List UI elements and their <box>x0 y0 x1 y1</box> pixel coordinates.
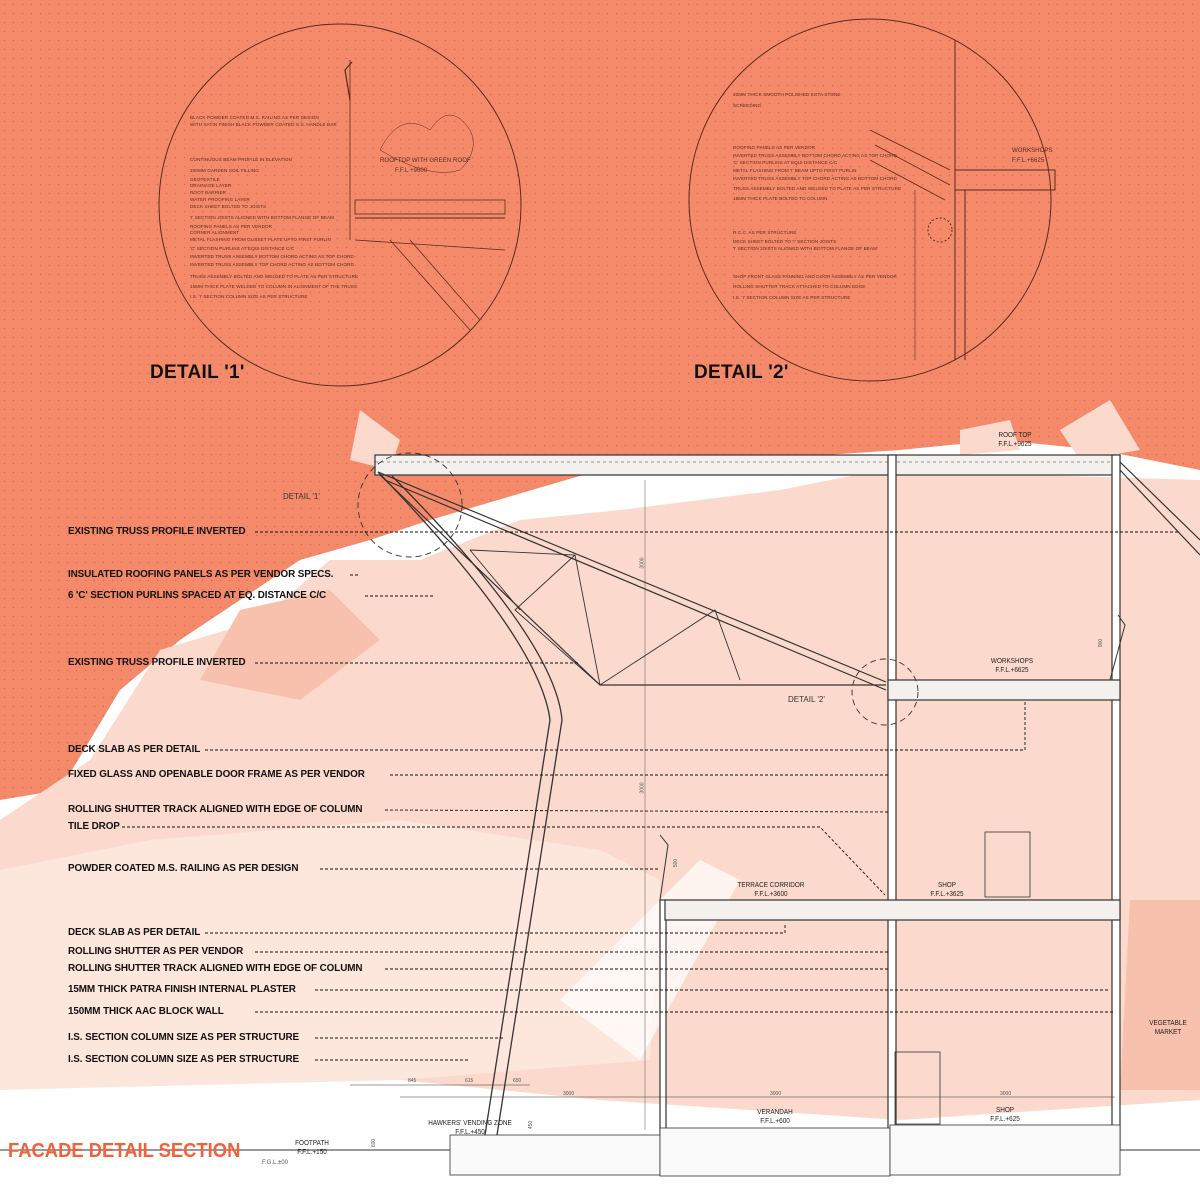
dimension: 3000 <box>639 782 646 794</box>
annotation-label: DECK SLAB AS PER DETAIL <box>68 744 201 755</box>
detail-2-note: METAL FLASHING FROM 'I' BEAM UPTO FIRST … <box>733 168 857 173</box>
detail-1-note: WATER PROOFING LAYER <box>190 197 250 202</box>
dimension: 500 <box>673 858 680 868</box>
detail-1-note: TRUSS ASSEMBLY BOLTED AND WELDED TO PLAT… <box>190 274 359 279</box>
detail-2-note: ROLLING SHUTTER TRACK ATTACHED TO COLUMN… <box>733 284 866 289</box>
dimension: 600 <box>371 1138 378 1148</box>
dimension: 3000 <box>563 1091 575 1097</box>
annotation-label: INSULATED ROOFING PANELS AS PER VENDOR S… <box>68 569 334 580</box>
detail-2-note: DECK SHEET BOLTED TO 'I' SECTION JOISTS <box>733 239 837 244</box>
annotation-label: 15MM THICK PATRA FINISH INTERNAL PLASTER <box>68 984 296 995</box>
detail-1-note: ROOT BARRIER <box>190 190 227 195</box>
detail-2-room: WORKSHOPS <box>1012 148 1053 154</box>
detail-2-note: TRUSS ASSEMBLY BOLTED AND WELDED TO PLAT… <box>733 186 902 191</box>
detail-1-tag: DETAIL '1' <box>283 492 320 501</box>
detail-2-note: INVERTED TRUSS ASSEMBLY BOTTOM CHORD ACT… <box>733 153 897 158</box>
detail-1-note: ROOFING PANELS AS PER VENDOR <box>190 224 273 229</box>
detail-1-note: DECK SHEET BOLTED TO JOISTS <box>190 204 267 209</box>
dimension: 845 <box>408 1078 417 1084</box>
detail-2-note: 20MM THICK SMOOTH POLISHED KOTA STONE <box>733 92 841 97</box>
annotation-label: I.S. SECTION COLUMN SIZE AS PER STRUCTUR… <box>68 1032 300 1043</box>
detail-1-note: BLACK POWDER COATED M.S. RAILING AS PER … <box>190 115 319 120</box>
dimension: 650 <box>513 1078 522 1084</box>
dimension: 900 <box>1098 638 1105 648</box>
detail-1-note: DRAINAGE LAYER <box>190 183 232 188</box>
detail-1-note: I.S. 'I' SECTION COLUMN SIZE AS PER STRU… <box>190 294 308 299</box>
detail-1-note: CONTINUOUS BEAM PROFILE IN ELEVATION <box>190 157 292 162</box>
detail-1-note: 200MM GARDEN SOIL FILLING <box>190 168 259 173</box>
annotation-leaders <box>122 531 1180 1061</box>
detail-1-note: WITH SATIN FINISH BLACK POWDER COATED S.… <box>190 122 337 127</box>
detail-2-note: I.S. 'I' SECTION COLUMN SIZE AS PER STRU… <box>733 295 851 300</box>
detail-1-title: DETAIL '1' <box>150 362 245 383</box>
annotation-label: POWDER COATED M.S. RAILING AS PER DESIGN <box>68 863 299 874</box>
annotation-label: I.S. SECTION COLUMN SIZE AS PER STRUCTUR… <box>68 1054 300 1065</box>
annotation-label: EXISTING TRUSS PROFILE INVERTED <box>68 657 246 668</box>
detail-1-note: 15MM THICK PLATE WELDED TO COLUMN IN ALI… <box>190 284 358 289</box>
drawing-title: FACADE DETAIL SECTION <box>8 1140 241 1162</box>
annotation-label: DECK SLAB AS PER DETAIL <box>68 927 201 938</box>
detail-2-title: DETAIL '2' <box>694 362 789 383</box>
dimension: 3000 <box>770 1091 782 1097</box>
annotation-label: ROLLING SHUTTER TRACK ALIGNED WITH EDGE … <box>68 963 363 974</box>
detail-2-note: 'I' SECTION JOISTS ALIGNED WITH BOTTOM F… <box>733 246 878 251</box>
detail-2-note: INVERTED TRUSS ASSEMBLY TOP CHORD ACTING… <box>733 176 897 181</box>
detail-1-note: CORNER ALIGNMENT <box>190 230 240 235</box>
annotation-label: FIXED GLASS AND OPENABLE DOOR FRAME AS P… <box>68 769 365 780</box>
detail-2-tag: DETAIL '2' <box>788 695 825 704</box>
annotation-label: EXISTING TRUSS PROFILE INVERTED <box>68 526 246 537</box>
detail-1-circle <box>158 23 522 387</box>
detail-2-level: F.F.L.+6625 <box>1012 158 1045 164</box>
detail-1-level: F.F.L.+9600 <box>395 168 428 174</box>
detail-2-note: R.C.C. AS PER STRUCTURE <box>733 230 797 235</box>
annotation-label: ROLLING SHUTTER TRACK ALIGNED WITH EDGE … <box>68 804 363 815</box>
detail-2-note: SCREEDING <box>733 103 762 108</box>
detail-2-note: ROOFING PANELS AS PER VENDOR <box>733 145 816 150</box>
dimension: 3000 <box>1000 1091 1012 1097</box>
detail-2-note: SHOP FRONT GLASS PANNING AND DOOR ASSEMB… <box>733 274 897 279</box>
dimension: 450 <box>528 1120 535 1130</box>
detail-1-room: ROOFTOP WITH GREEN ROOF <box>380 158 471 164</box>
detail-2-circle <box>688 18 1056 382</box>
ground-level: F.G.L.±00 <box>262 1160 288 1166</box>
detail-1-note: GEOTEXTILE <box>190 177 220 182</box>
dimension: 615 <box>465 1078 474 1084</box>
annotation-label: ROLLING SHUTTER AS PER VENDOR <box>68 946 244 957</box>
detail-1-note: METAL FLASHING FROM GUSSET PLATE UPTO FI… <box>190 237 331 242</box>
annotation-label: 150MM THICK AAC BLOCK WALL <box>68 1006 224 1017</box>
annotation-label: TILE DROP <box>68 821 120 832</box>
detail-1-note: INVERTED TRUSS ASSEMBLY BOTTOM CHORD ACT… <box>190 254 354 259</box>
detail-1-note: INVERTED TRUSS ASSEMBLY TOP CHORD ACTING… <box>190 262 354 267</box>
detail-1-note: 'C' SECTION PURLINS AT EQUI DISTANCE C/C <box>190 246 295 251</box>
detail-2-note: 'C' SECTION PURLINS AT EQUI DISTANCE C/C <box>733 160 838 165</box>
annotation-label: 6 'C' SECTION PURLINS SPACED AT EQ. DIST… <box>68 590 327 601</box>
detail-1-note: 'I' SECTION JOISTS ALIGNED WITH BOTTOM F… <box>190 215 335 220</box>
dimension: 3000 <box>639 557 646 569</box>
detail-2-note: 15MM THICK PLATE BOLTED TO COLUMN <box>733 196 828 201</box>
